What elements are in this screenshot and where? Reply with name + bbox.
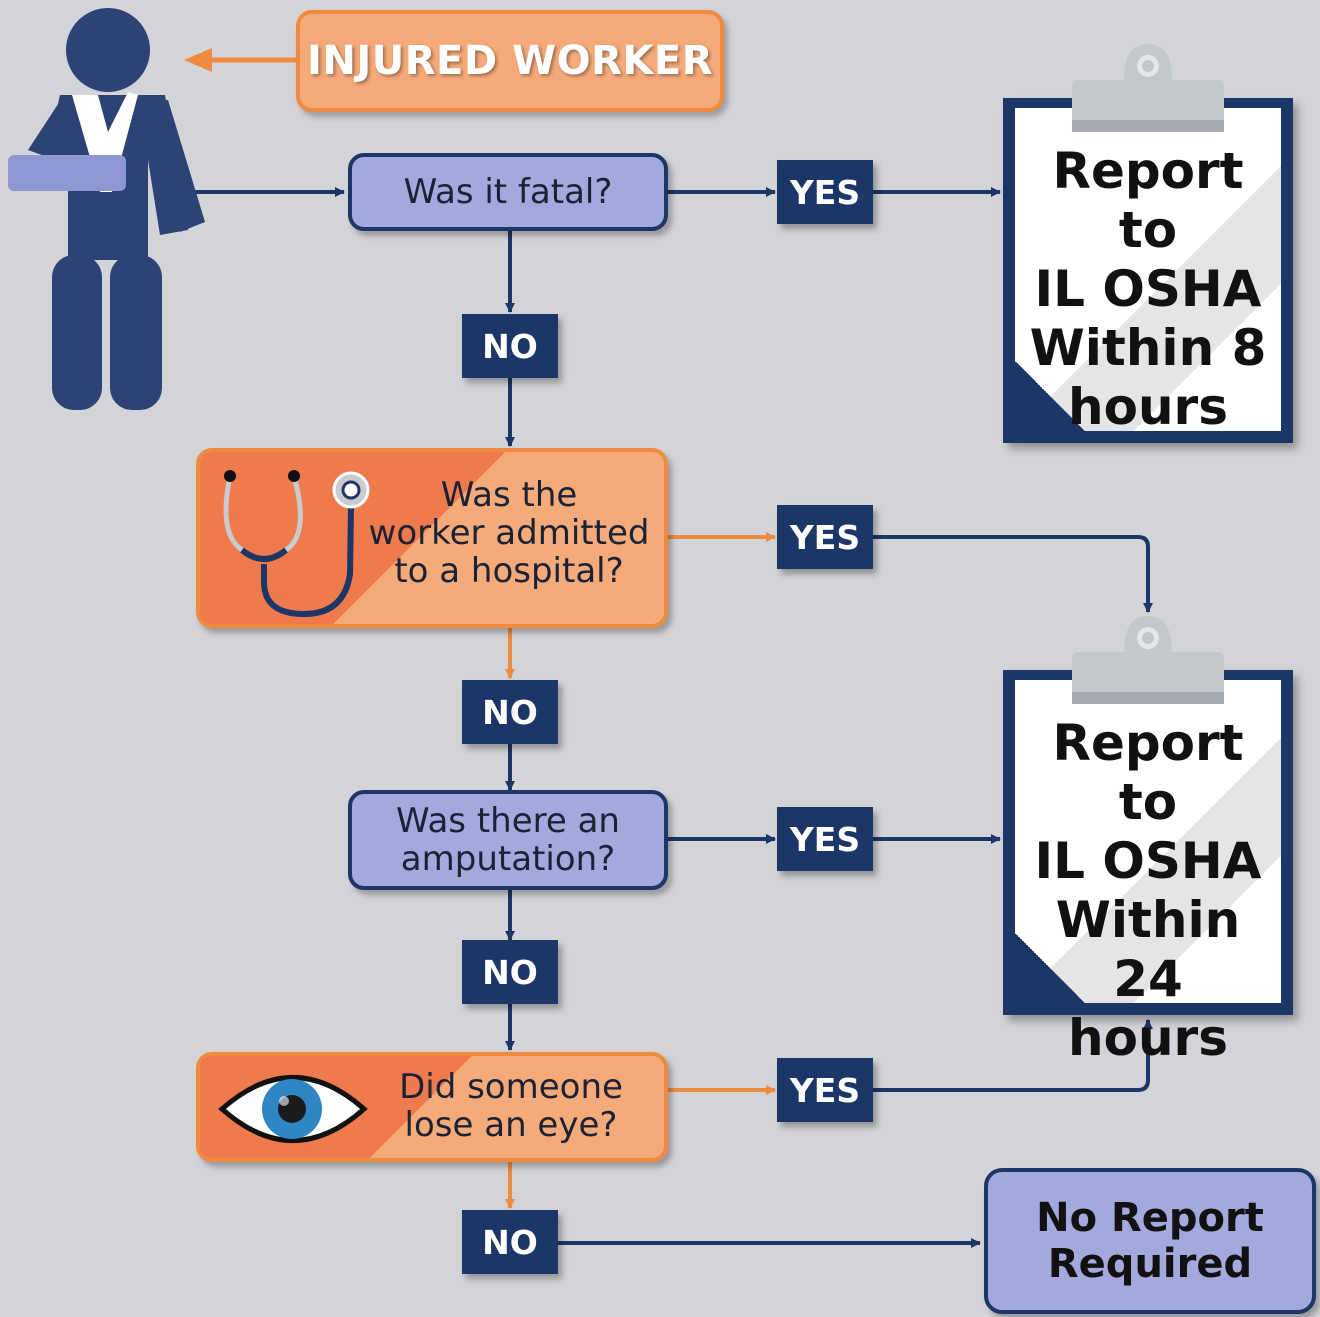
question-hospital: Was the worker admitted to a hospital?: [196, 448, 668, 628]
no-tag-fatal: NO: [462, 314, 558, 378]
report24-line-3: Within 24: [1055, 891, 1241, 1008]
amputation-line-1: Was there an: [396, 800, 620, 841]
question-eye: Did someone lose an eye?: [196, 1052, 668, 1162]
eye-line-2: lose an eye?: [404, 1105, 618, 1146]
question-amputation: Was there an amputation?: [348, 790, 668, 890]
eye-line-1: Did someone: [399, 1067, 623, 1107]
report8-line-1: Report to: [1052, 142, 1244, 259]
hospital-line-1: Was the: [440, 475, 578, 515]
no-tag-amputation: NO: [462, 940, 558, 1004]
clipboard-icon: [1072, 616, 1224, 704]
no-report-required: No Report Required: [984, 1168, 1316, 1314]
report8-line-4: hours: [1068, 378, 1228, 436]
clipboard-report-8-hours: Report to IL OSHA Within 8 hours: [1003, 98, 1293, 443]
stethoscope-icon: [223, 470, 370, 618]
report8-line-2: IL OSHA: [1034, 260, 1262, 318]
clipboard-fold: [1015, 933, 1085, 1003]
clipboard-report-24-hours: Report to IL OSHA Within 24 hours: [1003, 670, 1293, 1067]
report8-line-3: Within 8: [1029, 319, 1267, 377]
hospital-line-3: to a hospital?: [394, 551, 624, 592]
noreport-line-2: Required: [1047, 1241, 1253, 1287]
yes-tag-hospital: YES: [777, 505, 873, 569]
eye-icon: [218, 1075, 368, 1143]
amputation-line-2: amputation?: [400, 839, 616, 879]
no-tag-eye: NO: [462, 1210, 558, 1274]
yes-tag-amputation: YES: [777, 807, 873, 871]
report24-line-2: IL OSHA: [1034, 832, 1262, 890]
yes-tag-eye: YES: [777, 1058, 873, 1122]
clipboard-icon: [1072, 44, 1224, 132]
report24-line-1: Report to: [1052, 714, 1244, 831]
noreport-line-1: No Report: [1036, 1195, 1264, 1241]
yes-tag-fatal: YES: [777, 160, 873, 224]
hospital-line-2: worker admitted: [368, 513, 650, 554]
worker-figure-icon: [8, 8, 205, 410]
injured-worker-title: INJURED WORKER: [296, 10, 724, 112]
report24-line-4: hours: [1068, 1009, 1228, 1067]
no-tag-hospital: NO: [462, 680, 558, 744]
question-fatal: Was it fatal?: [348, 153, 668, 231]
clipboard-fold: [1015, 361, 1085, 431]
